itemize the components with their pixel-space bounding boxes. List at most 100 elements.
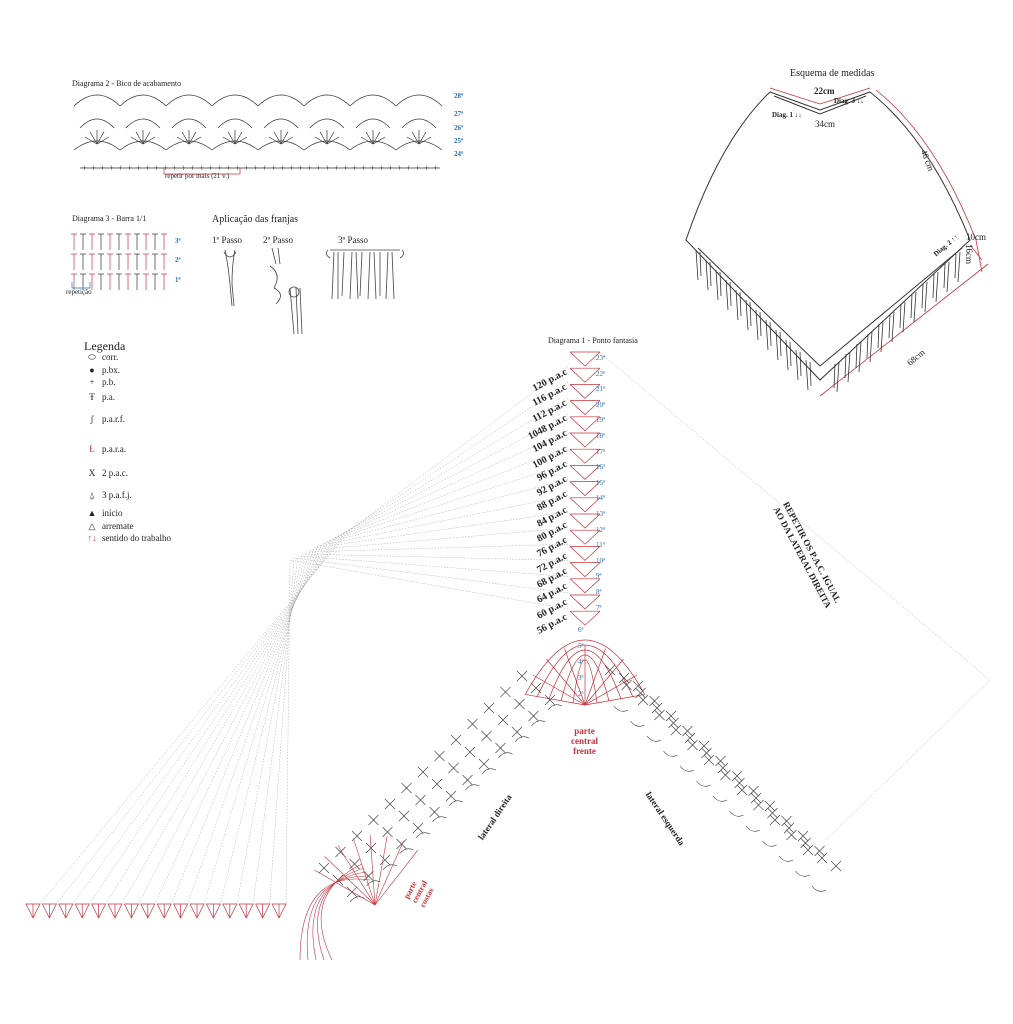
crossed-stitch (528, 710, 539, 722)
edge-loop (498, 752, 513, 759)
single-crochet-mark: + (352, 163, 357, 173)
fan-stitch (569, 465, 601, 480)
crossed-stitch (621, 679, 632, 691)
fan-spoke (584, 658, 624, 706)
shell-stitch (84, 136, 98, 145)
fringe-strand (735, 289, 742, 321)
diag3-label: Diag. 3 ↓↓ (834, 97, 864, 105)
crossed-stitch (464, 746, 476, 758)
edge-loop (729, 810, 744, 817)
fan-row (299, 878, 371, 961)
center-back-fan (299, 835, 419, 961)
shell-stitch (280, 131, 289, 145)
shell-stitch (326, 131, 335, 145)
right-outline (603, 355, 991, 841)
edge-loop (514, 736, 530, 743)
poncho-outline (685, 91, 971, 381)
shell-stitch (360, 136, 374, 145)
chain-arch (401, 118, 437, 129)
fan-stitch (569, 481, 601, 497)
row-number-label: 8ª (596, 588, 602, 596)
crossed-stitch (649, 695, 660, 707)
crossed-stitch (764, 800, 776, 812)
crossed-stitch (434, 750, 445, 762)
fan-stitch (569, 497, 601, 513)
shell-stitch (280, 136, 294, 145)
fringe-strand (866, 331, 873, 363)
crossed-stitch (368, 814, 379, 826)
fringe-strand (785, 339, 792, 371)
single-crochet-mark: + (217, 163, 222, 173)
crossed-stitch (781, 815, 792, 827)
shell-stitch (188, 136, 202, 145)
fan-spoke (374, 840, 404, 906)
central-column (569, 351, 601, 626)
single-crochet-mark: + (433, 163, 438, 173)
fringe-step2-drawing (269, 247, 303, 335)
chain-arch (171, 118, 207, 129)
shell-stitch (96, 136, 110, 145)
lateral-right-band (318, 670, 563, 903)
front-post-dc-icon: ʃ (90, 414, 94, 424)
crossed-stitch (814, 845, 825, 857)
edge-loop (465, 784, 480, 791)
crossed-stitch (412, 822, 424, 834)
single-crochet-mark: + (235, 163, 240, 173)
diagram3-title: Diagrama 3 - Barra 1/1 (72, 214, 147, 223)
fringe-step-2: 2º Passo (263, 235, 294, 245)
single-crochet-mark: + (289, 163, 294, 173)
guide-line (187, 511, 569, 905)
chain-arch (125, 118, 161, 129)
crossed-stitch (497, 714, 509, 726)
fan-stitch (569, 432, 601, 448)
guide-line (88, 414, 569, 905)
row-number-label: 15ª (596, 478, 605, 487)
crossed-stitch (717, 762, 729, 774)
fringe-step3-drawing (326, 249, 404, 300)
chain-icon: ⬭ (88, 351, 96, 362)
shell-stitch (130, 136, 144, 145)
shell-stitch (406, 136, 420, 145)
shell-stitch (135, 131, 144, 145)
chain-arch (211, 94, 259, 107)
single-crochet-mark: + (397, 163, 402, 173)
scheme-drawing (685, 87, 989, 397)
crossed-stitch (802, 844, 814, 856)
fan-stitch (569, 448, 601, 464)
single-crochet-mark: + (298, 163, 303, 173)
crossed-stitch (495, 742, 506, 754)
shell-stitch (234, 131, 243, 145)
shell-stitch (273, 131, 282, 145)
crossed-stitch (382, 826, 393, 838)
finish-arrow-icon: △ (88, 520, 96, 531)
crossed-stitch (431, 778, 443, 790)
crossed-stitch (783, 822, 795, 834)
row-number-label: 5ª (578, 642, 584, 650)
cluster-icon: ⍙ (89, 489, 95, 500)
legend-item-pb: +p.b. (86, 375, 115, 389)
legend-item-corr: ⬭corr. (86, 350, 118, 364)
shell-stitch (365, 131, 374, 145)
diag1-label: Diag. 1 ↓↓ (772, 111, 802, 119)
shell-stitch (142, 136, 156, 145)
crossed-stitch (516, 670, 528, 682)
crossed-stitch (448, 762, 459, 774)
crossed-stitch (753, 799, 764, 811)
crossed-stitch (797, 830, 809, 842)
fringe-strand (833, 361, 840, 393)
fringe-strand (745, 299, 752, 331)
direction-arrows-icon: ↑↓ (87, 533, 97, 543)
fringe-strand (877, 321, 884, 353)
row-number-label: 22ª (596, 369, 605, 378)
fringe-strand (725, 279, 732, 311)
fringe-strand (755, 309, 762, 341)
fan-spoke (525, 694, 586, 706)
row-number-label: 16ª (596, 463, 605, 472)
row-number-label: 10ª (596, 556, 605, 565)
fringe-strand (888, 311, 895, 343)
crossed-stitch (668, 717, 679, 729)
crossed-stitch (514, 698, 525, 710)
fan-stitch (569, 610, 601, 626)
